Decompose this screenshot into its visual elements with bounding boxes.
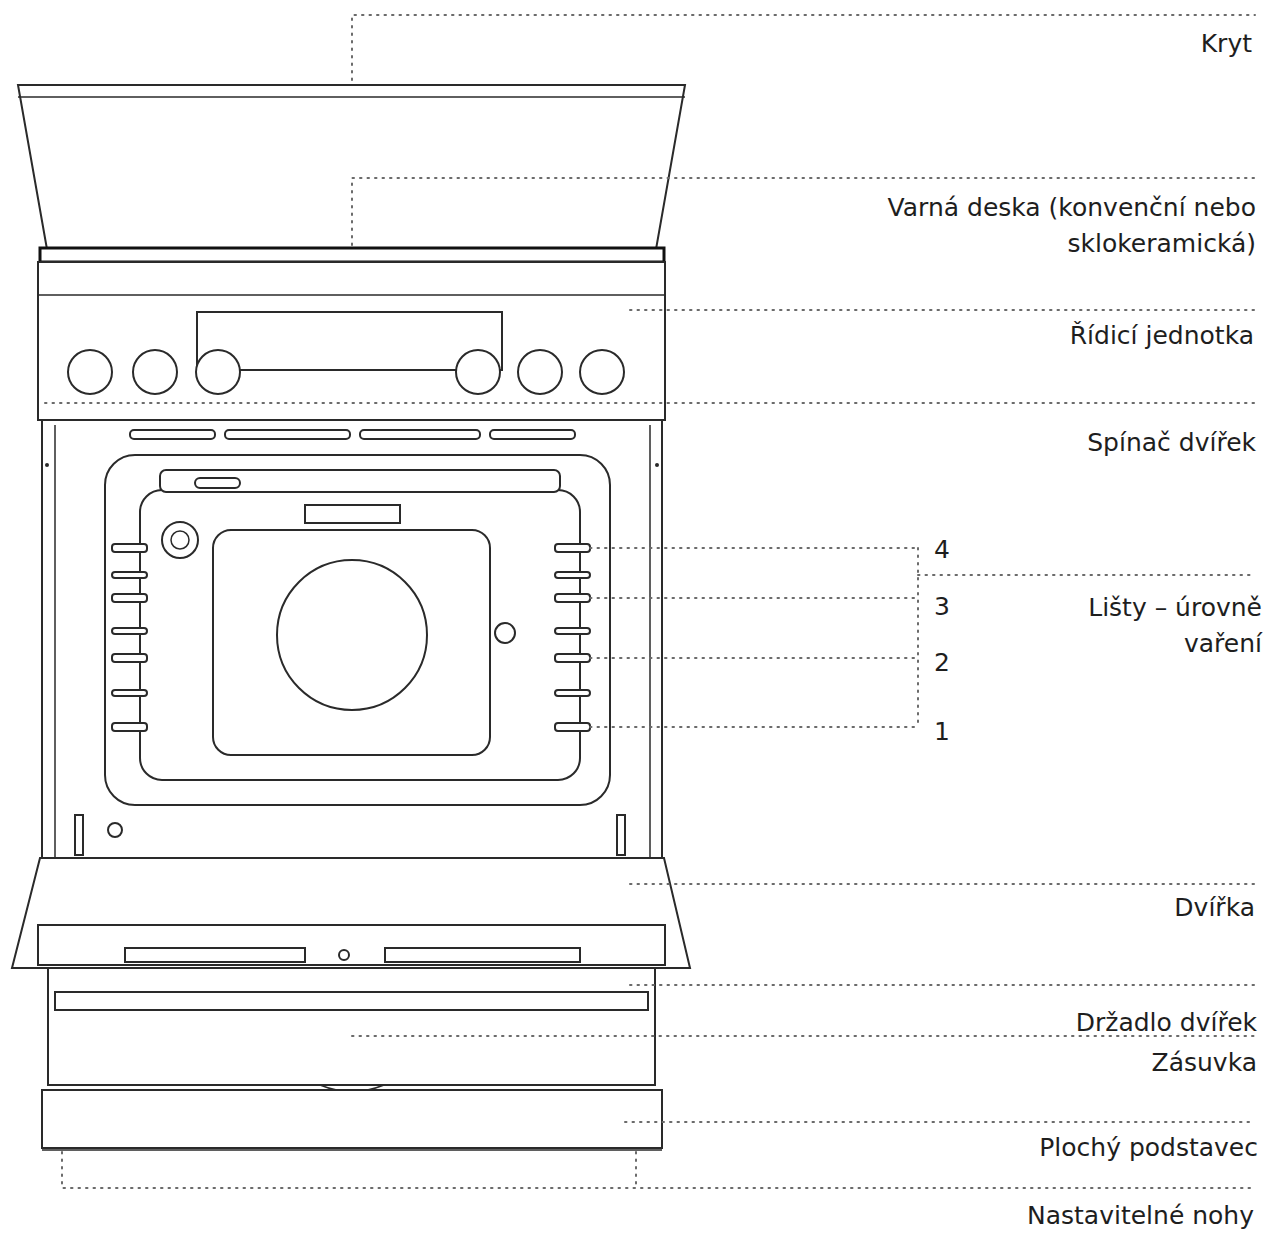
back-panel <box>213 530 490 755</box>
vent-slot <box>130 430 215 439</box>
rail <box>555 572 590 578</box>
panel-edge <box>38 294 665 296</box>
rail <box>112 572 147 578</box>
hinge-pin <box>108 823 122 837</box>
knob <box>133 350 177 394</box>
leader-line <box>590 547 918 549</box>
vent-slot <box>225 430 350 439</box>
rail <box>112 690 147 696</box>
rail <box>112 654 147 662</box>
rail <box>555 654 590 662</box>
callout-number: 4 <box>934 532 950 568</box>
part-label: Lišty – úrovně vaření <box>1012 590 1262 662</box>
door-handle <box>385 948 580 962</box>
part-label: Nastavitelné nohy <box>894 1198 1254 1234</box>
vent-slot <box>360 430 480 439</box>
heating-element <box>160 470 560 492</box>
callout-number: 1 <box>934 714 950 750</box>
oven-frame <box>42 420 662 860</box>
leader-line <box>45 402 1258 404</box>
callout-number: 2 <box>934 645 950 681</box>
leader-line <box>630 984 1255 986</box>
leader-line <box>590 657 918 659</box>
rail <box>112 544 147 552</box>
oven-door <box>12 858 690 968</box>
hinge <box>75 815 83 855</box>
rail <box>555 690 590 696</box>
drawer-front <box>55 992 648 1010</box>
door-edge <box>38 925 665 965</box>
frame-edge <box>649 425 651 860</box>
leader-lines <box>45 15 1258 1188</box>
leader-line <box>625 1121 1255 1123</box>
lamp <box>195 478 240 488</box>
knob <box>518 350 562 394</box>
oven-light <box>171 531 189 549</box>
rack-rails <box>112 544 590 731</box>
leader-line <box>590 597 918 599</box>
part-label: Dvířka <box>955 890 1255 926</box>
knob <box>68 350 112 394</box>
leader-line <box>918 574 1255 576</box>
probe-socket <box>495 623 515 643</box>
part-label: Spínač dvířek <box>936 425 1256 461</box>
rail <box>112 594 147 602</box>
rail <box>555 723 590 731</box>
bracket <box>305 505 400 523</box>
rail <box>555 628 590 634</box>
oven-light <box>162 522 198 558</box>
vent-slot <box>490 430 575 439</box>
rail <box>112 628 147 634</box>
oven-cavity <box>105 455 610 805</box>
cover-edge <box>18 96 685 98</box>
part-label: Plochý podstavec <box>918 1130 1258 1166</box>
knob <box>580 350 624 394</box>
rail <box>112 723 147 731</box>
frame-edge <box>54 425 56 860</box>
leader-line <box>590 726 918 728</box>
leader-line <box>630 883 1255 885</box>
display <box>197 312 502 370</box>
part-label: Řídicí jednotka <box>934 318 1254 354</box>
rail <box>555 594 590 602</box>
leader-line <box>630 309 1255 311</box>
leader-line <box>352 15 1255 80</box>
base-edge <box>42 1149 662 1151</box>
cavity-inner <box>140 490 580 780</box>
hob <box>40 248 664 262</box>
part-label: Kryt <box>952 26 1252 62</box>
part-label: Varná deska (konvenční nebo sklokeramick… <box>786 190 1256 262</box>
door-handle <box>125 948 305 962</box>
hinge <box>617 815 625 855</box>
callout-number: 3 <box>934 589 950 625</box>
knob <box>456 350 500 394</box>
flat-base <box>42 1090 662 1148</box>
door-switch <box>45 463 49 467</box>
rail <box>555 544 590 552</box>
part-label: Držadlo dvířek <box>937 1005 1257 1041</box>
part-label: Zásuvka <box>937 1045 1257 1081</box>
leader-line <box>635 1152 637 1188</box>
drawer <box>48 968 655 1085</box>
control-panel <box>38 262 665 420</box>
door-handle <box>339 950 349 960</box>
door-switch <box>655 463 659 467</box>
knob <box>196 350 240 394</box>
fan-cover <box>277 560 427 710</box>
